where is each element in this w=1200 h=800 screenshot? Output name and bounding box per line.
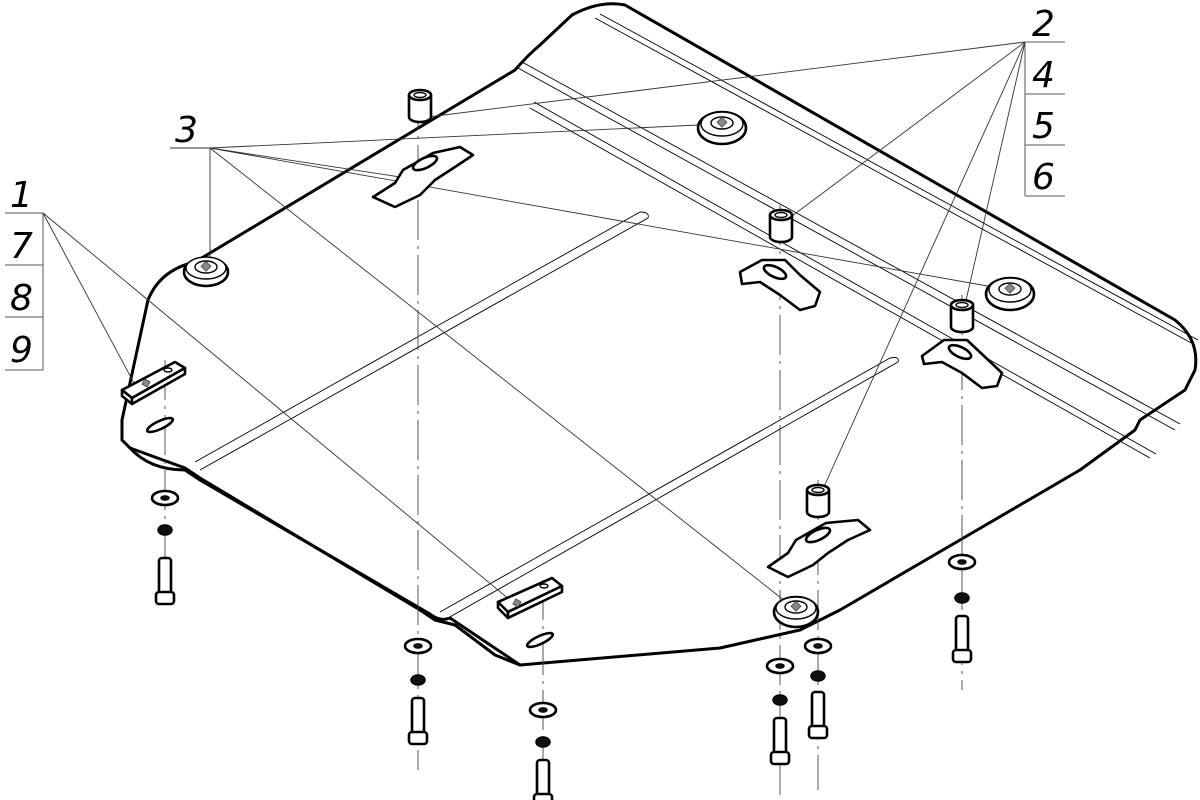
bracket — [766, 518, 872, 579]
nut-plate — [120, 360, 187, 406]
callout-label-5: 5 — [1032, 106, 1055, 147]
grommet-part — [696, 110, 748, 146]
spring-washer — [157, 524, 173, 536]
washer-hole — [160, 495, 170, 501]
bracket — [738, 258, 822, 312]
plate-slots — [145, 416, 555, 649]
callout-label-1: 1 — [10, 175, 33, 216]
fastener-stack — [403, 637, 433, 746]
callout-label-2: 2 — [1032, 4, 1055, 45]
grommet-part — [182, 256, 230, 288]
bolt-shank — [772, 716, 788, 758]
bolt-shank — [810, 690, 826, 732]
bolt-shank — [157, 556, 173, 598]
washer-hole — [775, 663, 785, 669]
washer-hole — [413, 643, 423, 649]
washer-hole — [538, 707, 548, 713]
callout-label-8: 8 — [10, 278, 33, 319]
bracket — [920, 338, 1004, 390]
leader-lines — [42, 41, 1026, 606]
callout-label-3: 3 — [175, 110, 198, 151]
spacer-sleeve — [805, 483, 831, 519]
bolt-head — [807, 724, 829, 740]
spacer-sleeve — [407, 88, 433, 124]
slot — [145, 416, 175, 434]
spring-washer — [410, 674, 426, 686]
fastener-stacks — [150, 489, 977, 800]
spring-washer — [810, 670, 826, 682]
bolt-head — [769, 750, 791, 766]
callout-label-4: 4 — [1032, 55, 1055, 96]
fastener-stack — [528, 701, 558, 800]
fastener-stack — [947, 553, 977, 664]
bolt-head — [951, 648, 973, 664]
callout-3: 3 — [175, 110, 198, 151]
mounting-brackets — [371, 145, 1004, 579]
spring-washer — [954, 592, 970, 604]
spacer-sleeve — [949, 298, 975, 334]
skid-plate — [120, 2, 1199, 667]
bolt-head — [407, 730, 429, 746]
slot — [525, 631, 555, 649]
bracket — [371, 145, 475, 209]
assembly-axes — [164, 90, 963, 795]
grommet-part — [772, 595, 820, 629]
fastener-stack — [803, 637, 833, 740]
washer-hole — [813, 643, 823, 649]
bolt-head — [532, 792, 554, 800]
washer-hole — [957, 559, 967, 565]
callout-label-6: 6 — [1032, 157, 1055, 198]
callout-table-left: 1 7 8 9 — [5, 175, 44, 371]
callout-label-9: 9 — [10, 330, 33, 371]
spring-washer — [772, 694, 788, 706]
spacer-sleeve — [768, 208, 794, 244]
callout-label-7: 7 — [10, 226, 33, 267]
grommet-part — [984, 276, 1036, 312]
fastener-stack — [150, 489, 180, 606]
spring-washer — [535, 736, 551, 748]
bolt-shank — [954, 614, 970, 656]
grommets — [182, 110, 1036, 629]
bolt-shank — [535, 758, 551, 800]
nut-plates — [120, 360, 564, 620]
fastener-stack — [765, 657, 795, 766]
bolt-head — [154, 590, 176, 606]
bolt-shank — [410, 696, 426, 738]
nut-plate — [496, 576, 564, 620]
spacer-sleeves — [407, 88, 975, 519]
callout-table-right: 2 4 5 6 — [1024, 4, 1065, 198]
